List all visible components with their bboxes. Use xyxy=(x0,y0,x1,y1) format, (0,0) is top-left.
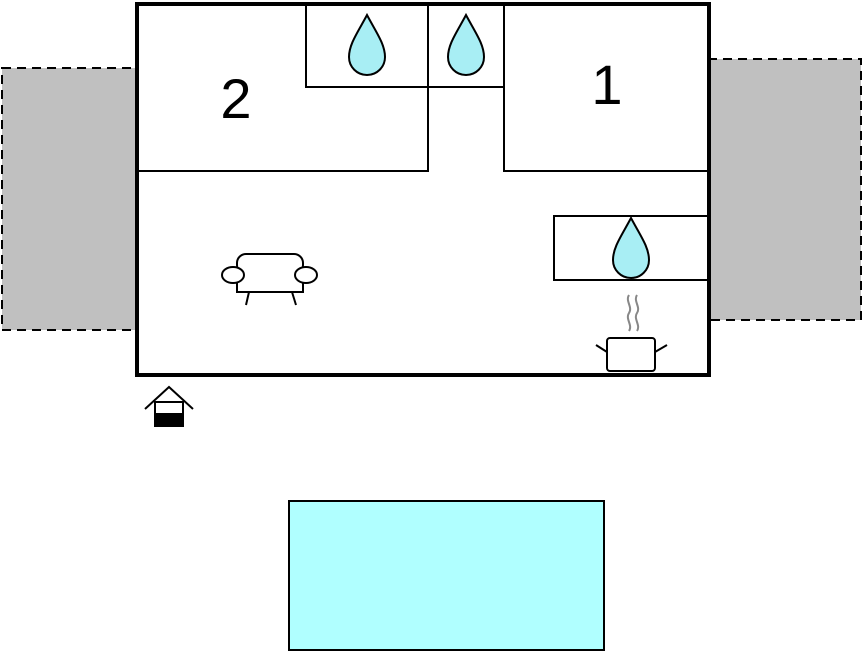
entrance-icon xyxy=(144,385,194,427)
terrace-right xyxy=(707,58,862,321)
terrace-left xyxy=(1,67,139,331)
bedroom-2-walls xyxy=(137,4,429,172)
cooking-pot-icon xyxy=(595,294,668,372)
room-label-2: 2 xyxy=(220,67,251,130)
interior-walls xyxy=(137,4,709,281)
sofa-icon xyxy=(221,253,318,306)
water-drop-icon xyxy=(446,12,486,77)
water-drop-icon xyxy=(347,12,387,77)
bathroom-a-walls xyxy=(305,4,428,88)
bedroom-1-walls xyxy=(503,4,709,172)
swimming-pool xyxy=(288,500,605,651)
kitchen-counter xyxy=(553,215,709,281)
water-drop-icon xyxy=(611,215,651,280)
house-outline xyxy=(135,2,711,377)
room-label-1: 1 xyxy=(591,53,622,116)
